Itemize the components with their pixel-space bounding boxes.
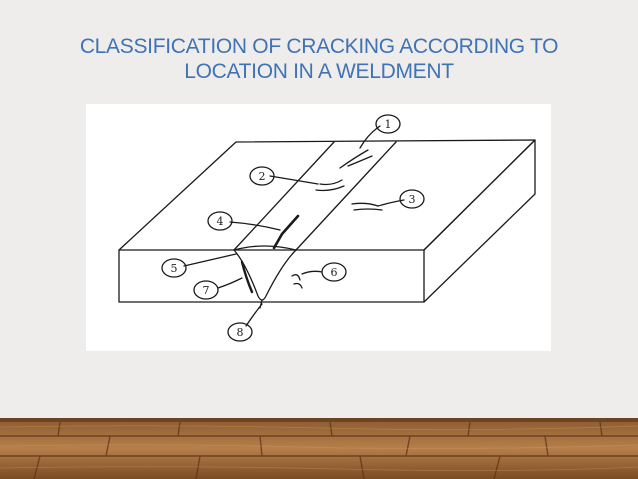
callout-circle-7 <box>193 280 219 300</box>
fusion-zone-crack <box>240 260 254 294</box>
plate-front-face <box>118 249 425 303</box>
title-line-1: CLASSIFICATION OF CRACKING ACCORDING TO <box>79 35 559 58</box>
callout-5: 5 <box>171 262 178 275</box>
callout-7: 7 <box>203 284 210 297</box>
leader-5 <box>183 253 237 267</box>
callout-1: 1 <box>385 118 392 131</box>
callout-circle-1 <box>375 114 401 134</box>
slide-title: CLASSIFICATION OF CRACKING ACCORDING TO … <box>20 34 618 84</box>
leader-7 <box>217 277 243 289</box>
plate-top-face <box>118 139 536 251</box>
leader-2 <box>269 175 319 185</box>
leader-8 <box>245 303 263 327</box>
leader-6 <box>301 270 323 275</box>
callout-circle-5 <box>161 258 187 278</box>
callout-circle-3 <box>399 189 425 209</box>
callout-8: 8 <box>237 326 244 339</box>
callout-circle-4 <box>207 211 233 231</box>
plate-side-face <box>423 139 536 303</box>
longitudinal-crack <box>272 214 300 250</box>
weldment-diagram: 1 2 3 4 5 6 7 8 <box>86 104 551 351</box>
weld-bead-left-edge <box>233 141 335 251</box>
wood-floor <box>0 418 638 479</box>
weld-cross-section <box>233 249 297 301</box>
callout-circle-2 <box>249 166 275 186</box>
leader-1 <box>359 125 381 149</box>
callout-2: 2 <box>259 170 266 183</box>
crater-crack <box>339 149 373 169</box>
callout-circle-8 <box>227 322 253 342</box>
transverse-crack-haz <box>351 202 383 211</box>
haz-crack <box>291 274 303 289</box>
leader-3 <box>377 199 405 207</box>
weldment-drawing: 1 2 3 4 5 6 7 8 <box>118 114 536 342</box>
callout-circle-6 <box>321 262 347 282</box>
transverse-crack-weld <box>315 179 345 192</box>
callout-4: 4 <box>217 215 224 228</box>
callout-3: 3 <box>409 193 416 206</box>
callout-6: 6 <box>331 266 338 279</box>
weld-bead-right-edge <box>295 141 397 251</box>
wood-floor-decoration <box>0 418 638 479</box>
leader-4 <box>229 221 281 231</box>
title-line-2: LOCATION IN A WELDMENT <box>184 60 454 83</box>
weld-cap <box>233 245 297 251</box>
